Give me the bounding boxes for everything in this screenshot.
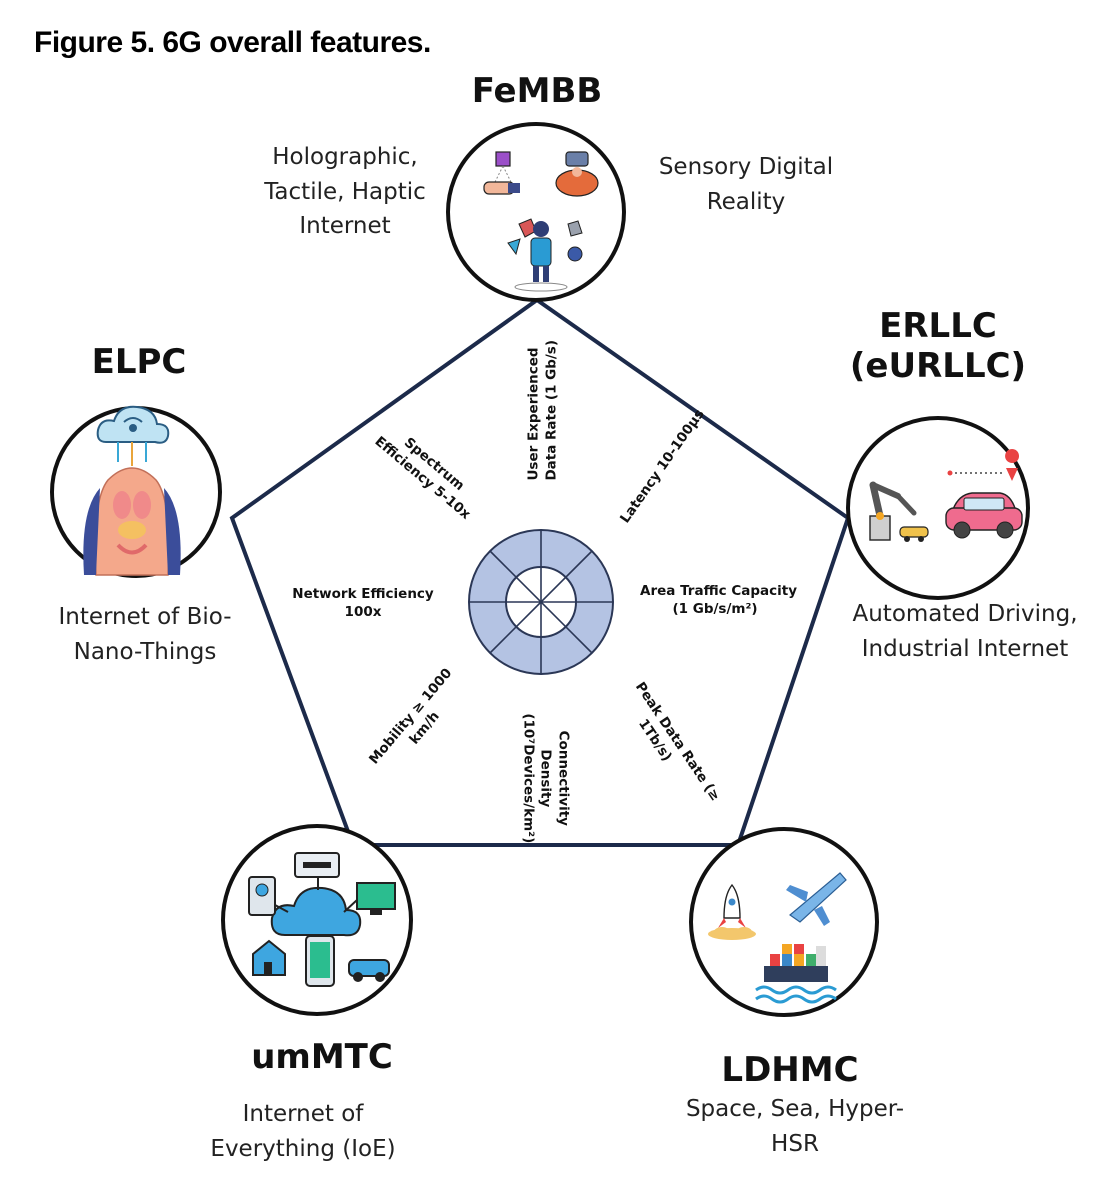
figure-title: Figure 5. 6G overall features. <box>34 26 431 59</box>
kpi-user-rate-line1: User Experienced <box>525 347 542 481</box>
kpi-connectivity-line1: Connectivity <box>555 730 572 826</box>
erllc-desc-line1: Automated Driving, <box>852 601 1078 627</box>
elpc-name: ELPC <box>91 342 187 382</box>
body-cloud-icon <box>83 405 181 576</box>
femmb-desc-right: Sensory Digital Reality <box>638 150 854 219</box>
ldhmc-desc-line1: Space, Sea, Hyper- <box>685 1096 905 1122</box>
erllc-name-line1: ERLLC <box>879 306 997 346</box>
ummtc-title: umMTC <box>222 1037 422 1077</box>
ldhmc-name: LDHMC <box>721 1050 859 1090</box>
kpi-user-experienced-data-rate: User Experienced Data Rate (1 Gb/s) <box>525 340 560 481</box>
ummtc-name: umMTC <box>251 1037 393 1077</box>
erllc-name-line2: (eURLLC) <box>849 346 1027 387</box>
rocket-plane-ship-icon <box>708 872 847 1004</box>
erllc-desc: Automated Driving, Industrial Internet <box>835 597 1095 666</box>
femmb-title: FeMBB <box>460 71 614 111</box>
robot-arm-car-icon <box>869 449 1023 542</box>
kpi-network-eff-line1: Network Efficiency <box>292 586 434 602</box>
femmb-desc-left-line3: Internet <box>299 213 391 239</box>
kpi-area-traffic-line2: (1 Gb/s/m²) <box>672 600 758 617</box>
kpi-connectivity-line3: (10⁷Devices/km²) <box>520 713 537 844</box>
ldhmc-circle <box>689 827 879 1017</box>
kpi-area-traffic-line1: Area Traffic Capacity <box>640 583 797 599</box>
pentagon-outline <box>229 297 851 847</box>
erllc-circle <box>846 416 1030 600</box>
ldhmc-title: LDHMC <box>690 1050 890 1090</box>
ummtc-desc-line2: Everything (IoE) <box>210 1135 396 1162</box>
elpc-desc-line2: Nano-Things <box>73 638 217 665</box>
femmb-name: FeMBB <box>471 71 603 111</box>
ldhmc-desc-line2: HSR <box>771 1130 819 1157</box>
erllc-desc-line2: Industrial Internet <box>861 635 1069 662</box>
elpc-desc: Internet of Bio- Nano-Things <box>30 600 260 669</box>
kpi-area-traffic-capacity: Area Traffic Capacity (1 Gb/s/m²) <box>640 583 797 618</box>
vr-holographic-icon <box>483 151 599 292</box>
kpi-user-rate-line2: Data Rate (1 Gb/s) <box>543 340 559 481</box>
elpc-desc-line1: Internet of Bio- <box>58 604 232 630</box>
kpi-network-efficiency: Network Efficiency 100x <box>285 586 441 621</box>
erllc-title: ERLLC (eURLLC) <box>838 306 1038 386</box>
ldhmc-desc: Space, Sea, Hyper- HSR <box>670 1092 920 1161</box>
cloud-devices-icon <box>248 852 396 987</box>
ummtc-desc: Internet of Everything (IoE) <box>190 1097 416 1166</box>
elpc-title: ELPC <box>64 342 214 382</box>
kpi-connectivity-density: Connectivity Density (10⁷Devices/km²) <box>519 713 572 844</box>
center-wheel <box>468 529 614 675</box>
ummtc-desc-line1: Internet of <box>242 1101 364 1127</box>
femmb-desc-left-line2: Tactile, Haptic <box>264 178 426 205</box>
kpi-connectivity-line2: Density <box>537 749 554 808</box>
femmb-desc-right-line1: Sensory Digital <box>658 154 834 180</box>
femmb-desc-left-line1: Holographic, <box>272 144 418 170</box>
femmb-desc-right-line2: Reality <box>706 188 786 215</box>
femmb-desc-left: Holographic, Tactile, Haptic Internet <box>240 140 450 244</box>
kpi-network-eff-line2: 100x <box>344 603 382 620</box>
